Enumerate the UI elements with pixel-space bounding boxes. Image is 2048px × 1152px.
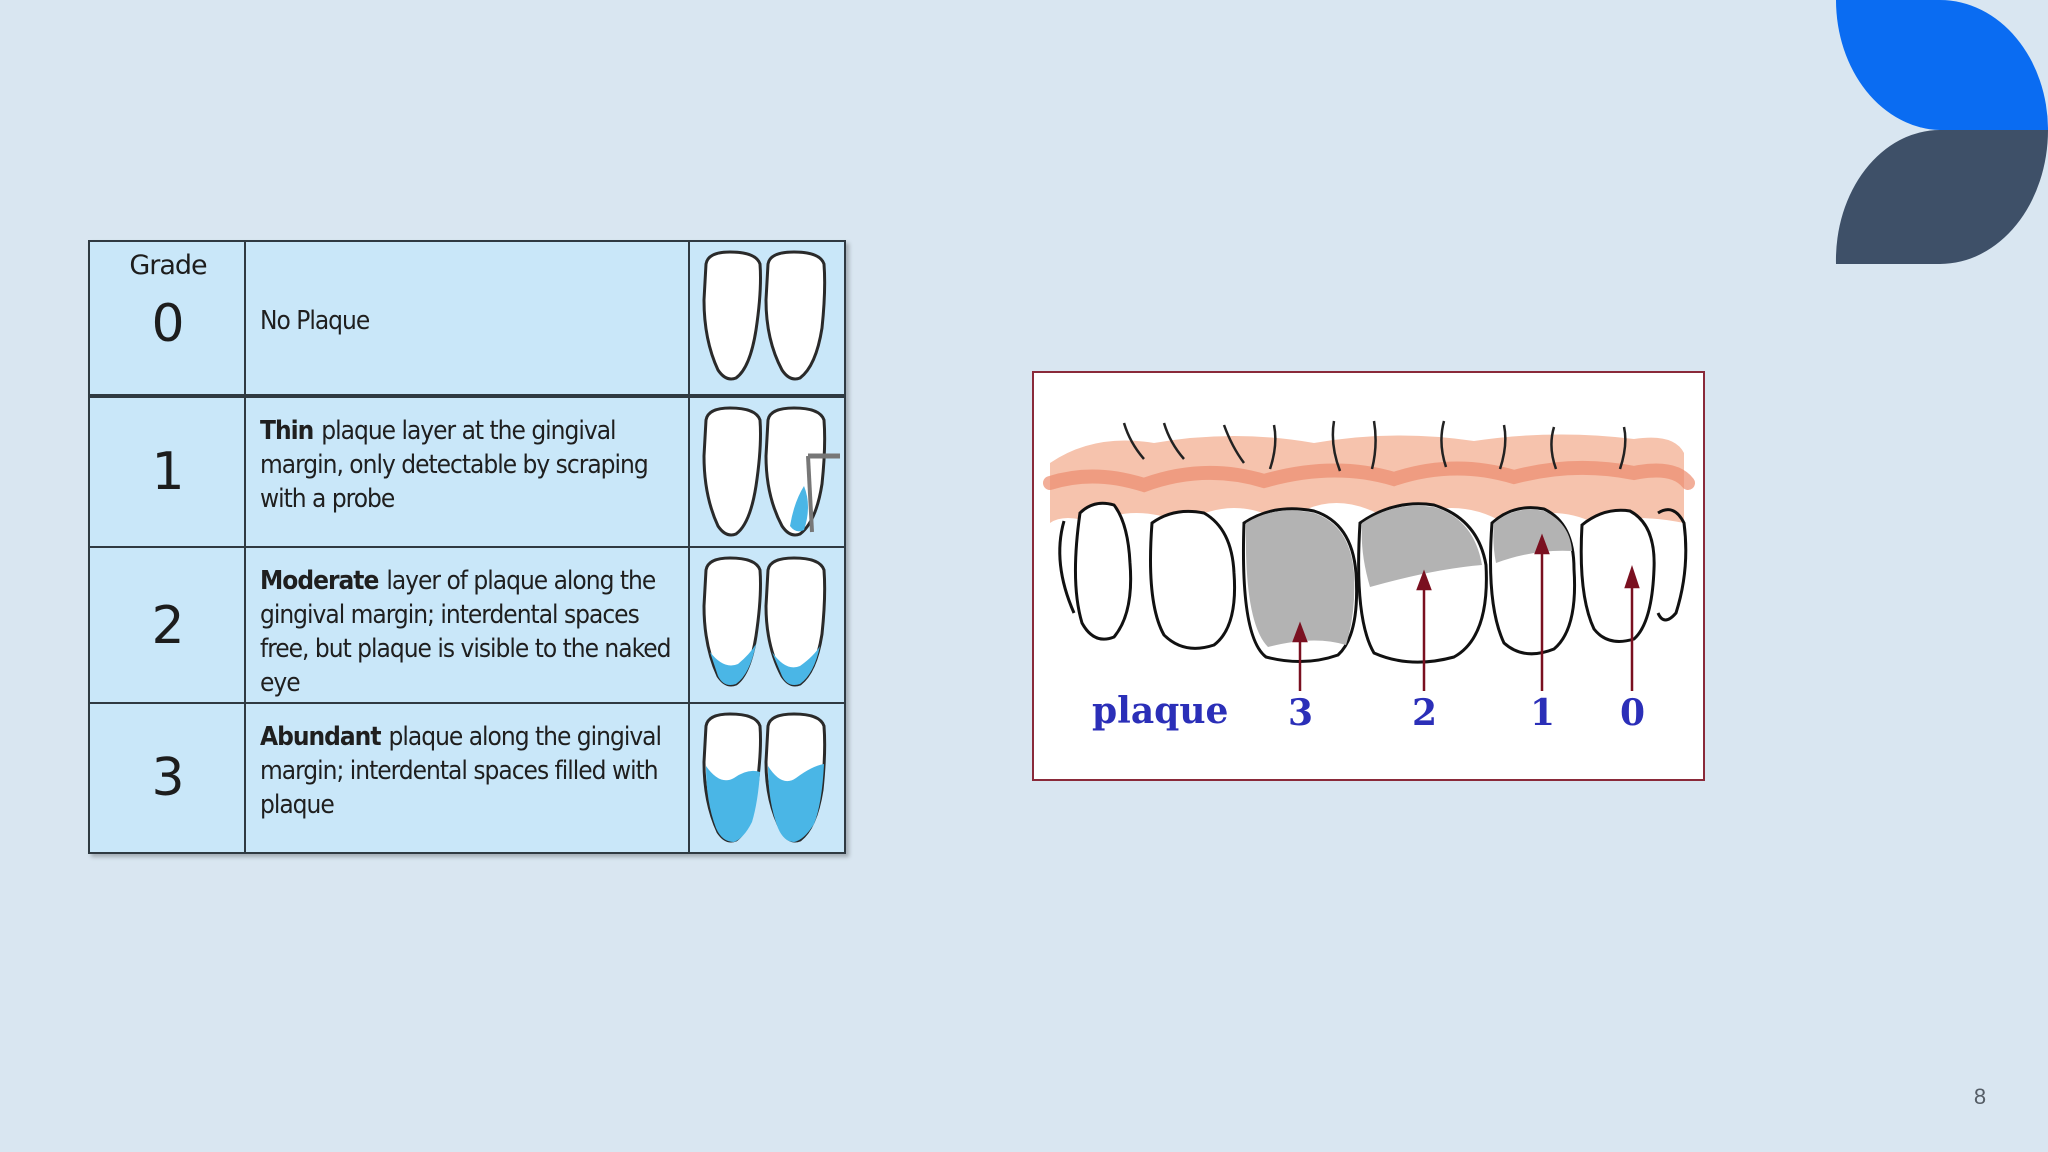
dental-plaque-figure: plaque 3 2 1 0: [1032, 371, 1705, 781]
tooth-illustration-3: [690, 704, 844, 854]
tooth-illustration-2: [690, 548, 844, 702]
plaque-word-label: plaque: [1092, 690, 1229, 732]
grade-description: No Plaque: [246, 242, 690, 394]
grade-number: 1: [151, 442, 185, 502]
figure-grade-label-1: 1: [1530, 692, 1556, 734]
grade-description-text: plaque layer at the gingival margin, onl…: [260, 416, 649, 514]
grade-description-text: plaque along the gingival margin; interd…: [260, 722, 662, 820]
grade-header: Grade: [129, 250, 207, 281]
grade-description-text: No Plaque: [260, 306, 370, 336]
grade-term: Thin: [260, 416, 314, 446]
grade-cell: Grade 0: [90, 242, 246, 394]
grade-number: 2: [151, 596, 185, 656]
tooth-illustration-0: [690, 242, 844, 394]
grade-cell: 1: [90, 398, 246, 546]
table-row: Grade 0 No Plaque: [90, 242, 844, 396]
grade-cell: 3: [90, 704, 246, 854]
grade-number: 3: [151, 748, 185, 808]
figure-grade-label-0: 0: [1620, 692, 1646, 734]
tooth-illustration-1: [690, 398, 844, 546]
page-number: 8: [1973, 1084, 1987, 1109]
teeth-drawing: [1043, 420, 1695, 691]
figure-grade-label-2: 2: [1412, 692, 1438, 734]
figure-grade-label-3: 3: [1288, 692, 1314, 734]
grade-term: Moderate: [260, 566, 379, 596]
grade-number: 0: [151, 294, 185, 354]
grade-term: Abundant: [260, 722, 382, 752]
grade-description-text: layer of plaque along the gingival margi…: [260, 566, 671, 698]
grade-cell: 2: [90, 548, 246, 702]
